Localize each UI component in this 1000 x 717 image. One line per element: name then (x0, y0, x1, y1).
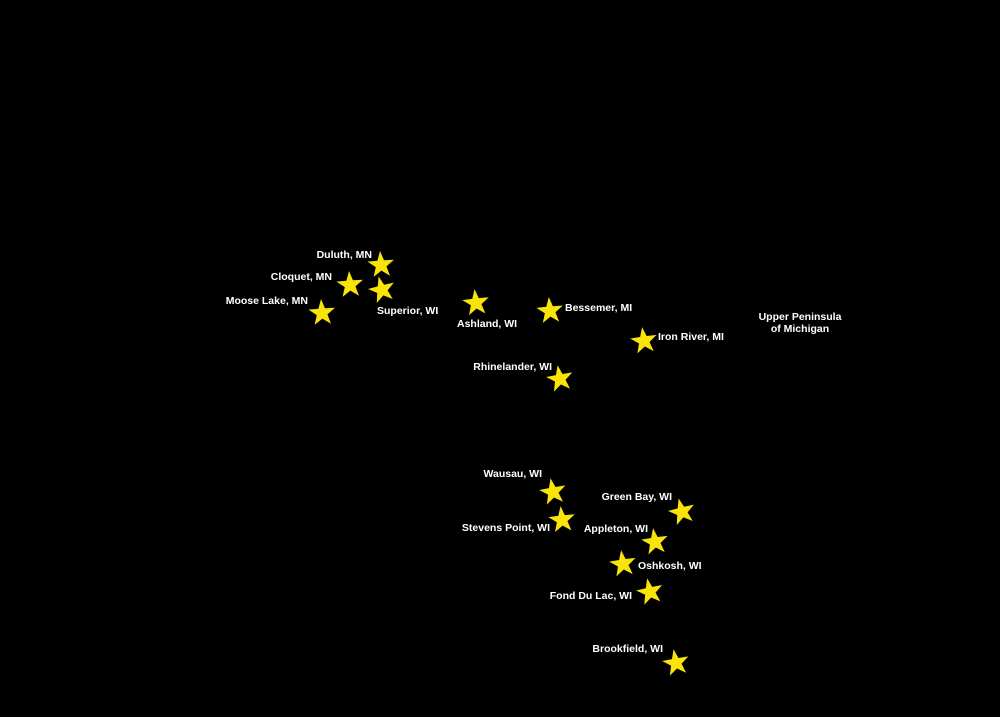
star-icon (462, 289, 489, 316)
star-icon (546, 365, 573, 392)
star-icon (367, 251, 394, 277)
city-label: Wausau, WI (483, 468, 542, 480)
region-label-line2: of Michigan (770, 323, 830, 335)
city-label: Appleton, WI (583, 523, 648, 535)
star-icon (539, 478, 566, 505)
star-icon (336, 271, 363, 297)
star-icon (662, 649, 689, 676)
city-label: Cloquet, MN (270, 271, 332, 283)
city-label: Brookfield, WI (592, 643, 663, 655)
city-label: Ashland, WI (457, 318, 518, 330)
star-icon (368, 276, 394, 303)
city-label: Oshkosh, WI (638, 560, 702, 572)
star-icon (308, 299, 335, 325)
city-label: Moose Lake, MN (225, 295, 308, 307)
star-icon (536, 297, 563, 324)
star-icon (636, 578, 663, 605)
star-icon (630, 327, 657, 354)
region-label-line1: Upper Peninsula (758, 311, 842, 323)
city-label: Duluth, MN (316, 249, 372, 261)
city-label: Superior, WI (377, 305, 439, 317)
star-icon (548, 506, 575, 533)
star-icon (668, 498, 694, 525)
city-label: Stevens Point, WI (461, 522, 550, 534)
region-label-upper-peninsula: Upper Peninsula of Michigan (759, 311, 842, 335)
star-icon (641, 528, 668, 555)
city-label: Rhinelander, WI (473, 361, 552, 373)
city-label: Green Bay, WI (601, 491, 672, 503)
city-label: Fond Du Lac, WI (549, 590, 632, 602)
star-icon (609, 550, 636, 577)
city-label: Iron River, MI (658, 331, 724, 343)
city-label: Bessemer, MI (565, 302, 633, 314)
